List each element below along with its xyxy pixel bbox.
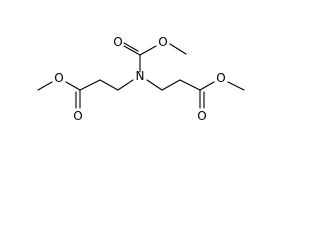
atom-o-right-carbonyl: O	[197, 109, 206, 123]
atom-o-left-carbonyl: O	[73, 109, 82, 123]
bond-o-ch3-left	[37, 81, 53, 91]
bond-ch2-ch2-right	[161, 79, 181, 91]
bond-ch2-c-right	[179, 79, 201, 91]
atom-o-right-ester: O	[216, 71, 225, 85]
bond-o-ch3-right	[227, 81, 245, 91]
bond-ch2-c-left	[79, 79, 101, 91]
bond-n-ch2-right	[146, 79, 163, 91]
bond-c-o-carbonyl-a	[123, 45, 141, 56]
atom-n: N	[136, 69, 145, 83]
bond-c-o-carbonyl-b	[123, 42, 139, 52]
atom-o-carbamate-ester: O	[158, 35, 167, 49]
bond-c-o-ester-carbamate	[139, 45, 157, 56]
atom-o-left-ester: O	[54, 71, 63, 85]
molecule-diagram: N O O O O O O	[37, 35, 245, 123]
structure-canvas: N O O O O O O	[0, 0, 278, 137]
bond-c-o-ester-right	[199, 81, 215, 91]
bond-o-ch3-carbamate	[169, 43, 187, 55]
bond-n-ch2-left	[117, 79, 134, 91]
bond-c-o-ester-left	[65, 81, 81, 91]
bond-ch2-ch2-left	[99, 79, 119, 91]
atom-o-carbamate-carbonyl: O	[113, 35, 122, 49]
